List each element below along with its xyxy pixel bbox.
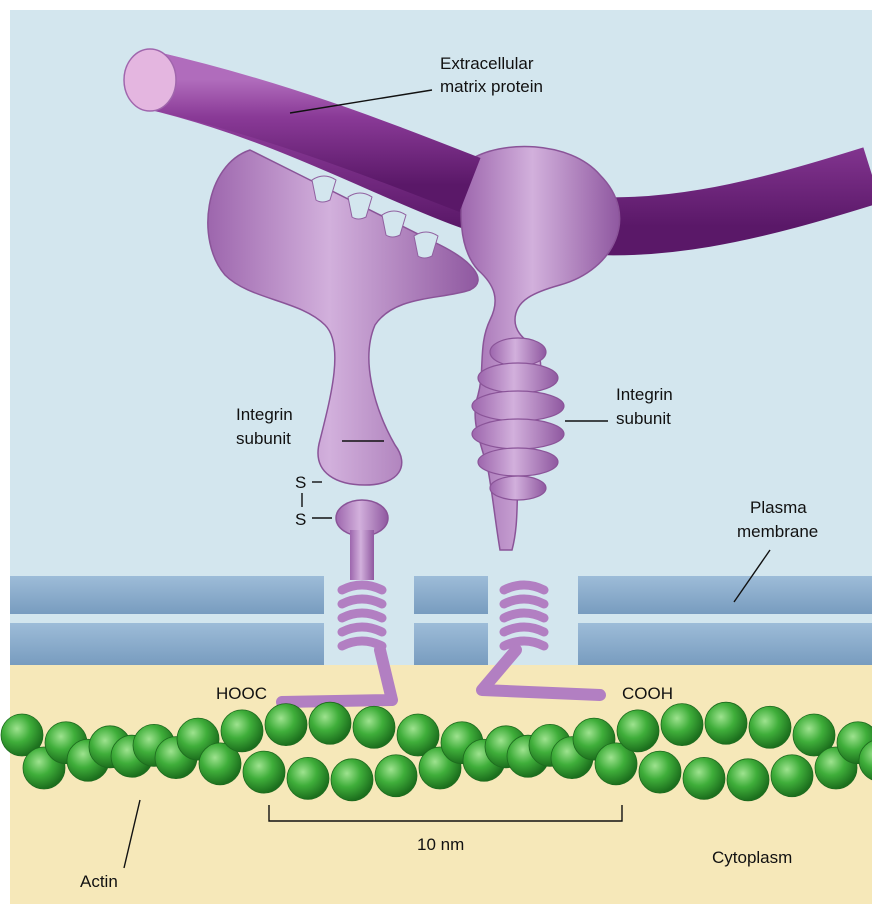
cytoplasm-label: Cytoplasm bbox=[712, 848, 792, 867]
actin-bead bbox=[705, 702, 747, 744]
scale-label: 10 nm bbox=[417, 835, 464, 854]
actin-bead bbox=[727, 759, 769, 801]
integrin-right-label-line1: Integrin bbox=[616, 385, 673, 404]
actin-bead bbox=[243, 751, 285, 793]
actin-bead bbox=[287, 757, 329, 799]
integrin-right-label-line2: subunit bbox=[616, 409, 671, 428]
actin-bead bbox=[353, 706, 395, 748]
disulfide-s-bottom: S bbox=[295, 510, 306, 529]
actin-bead bbox=[331, 759, 373, 801]
actin-bead bbox=[265, 704, 307, 746]
disulfide-s-top: S bbox=[295, 473, 306, 492]
integrin-left-label-line1: Integrin bbox=[236, 405, 293, 424]
ecm-label-line1: Extracellular bbox=[440, 54, 534, 73]
ecm-label-line2: matrix protein bbox=[440, 77, 543, 96]
plasma-membrane-label-line1: Plasma bbox=[750, 498, 807, 517]
matrix-protein-end bbox=[124, 49, 176, 111]
actin-label: Actin bbox=[80, 872, 118, 891]
actin-bead bbox=[221, 710, 263, 752]
integrin-left-label-line2: subunit bbox=[236, 429, 291, 448]
actin-bead bbox=[771, 755, 813, 797]
actin-bead bbox=[375, 755, 417, 797]
hooc-label: HOOC bbox=[216, 684, 267, 703]
actin-bead bbox=[309, 702, 351, 744]
plasma-membrane-label-line2: membrane bbox=[737, 522, 818, 541]
actin-bead bbox=[661, 704, 703, 746]
cooh-label: COOH bbox=[622, 684, 673, 703]
actin-bead bbox=[749, 706, 791, 748]
actin-bead bbox=[639, 751, 681, 793]
actin-bead bbox=[683, 757, 725, 799]
actin-bead bbox=[617, 710, 659, 752]
